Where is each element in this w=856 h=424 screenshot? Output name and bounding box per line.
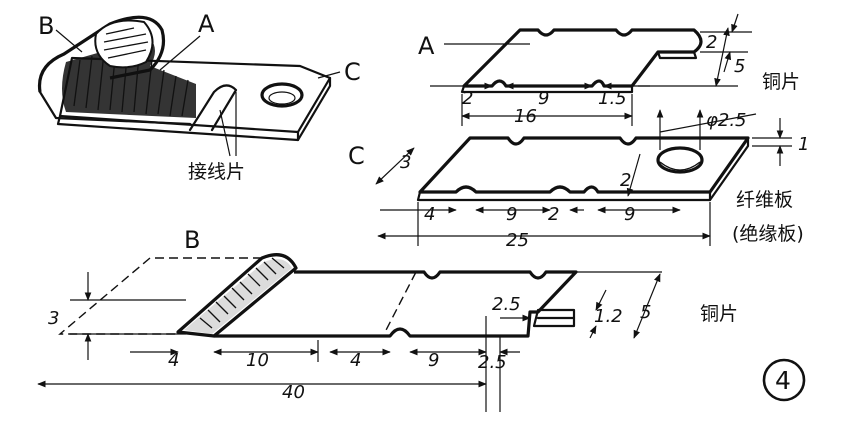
part-b-dim-5: 5 [640, 302, 651, 323]
part-c-material-1: 纤维板 [736, 189, 793, 211]
part-b-view: 3 B 2.5 1.2 5 铜片 4 10 4 9 2.5 40 [37, 226, 738, 412]
assembly-plate [58, 56, 332, 134]
part-a-label: A [418, 32, 435, 60]
part-a-dim-16: 16 [514, 106, 537, 127]
part-c-label: C [348, 142, 365, 170]
part-a-dim-5: 5 [734, 56, 745, 77]
part-c-dim-2: 2 [548, 204, 559, 225]
part-a-dim-2: 2 [462, 88, 473, 109]
part-c-dim-9b: 9 [624, 204, 635, 225]
part-c-dim-1: 1 [798, 134, 809, 155]
part-b-label: B [184, 226, 200, 254]
part-a-view: A 2 5 铜片 2 9 1.5 16 [418, 13, 800, 127]
part-c-view: C 3 φ2.5 1 2 纤维板 (绝缘板) 4 9 2 9 25 [348, 109, 809, 251]
part-b-dim-4b: 4 [350, 350, 361, 371]
part-c-dim-2-top: 2 [620, 170, 631, 191]
part-b-dim-1-2: 1.2 [594, 306, 623, 327]
part-c-hole [656, 146, 704, 174]
part-c-dim-hole: φ2.5 [706, 110, 747, 131]
part-c-dim-25: 25 [506, 230, 529, 251]
assembly-copper-wrap [37, 15, 166, 93]
figure-number-badge: 4 [762, 358, 806, 402]
assembly-hole [260, 82, 304, 108]
part-b-dim-2-5: 2.5 [478, 352, 507, 373]
part-b-dim-9: 9 [428, 350, 439, 371]
part-c-material-2: (绝缘板) [732, 223, 804, 245]
part-b-outline [214, 270, 578, 338]
part-a-dim-1-5: 1.5 [598, 88, 627, 109]
figure-number: 4 [775, 366, 791, 395]
part-b-dim-4a: 4 [168, 350, 179, 371]
assembly-label-c: C [344, 58, 361, 86]
part-c-dim-4: 4 [424, 204, 435, 225]
assembly-label-a: A [198, 10, 215, 38]
part-c-outline [418, 136, 750, 194]
part-b-dim-tab: 2.5 [492, 294, 521, 315]
part-b-material: 铜片 [700, 303, 738, 325]
part-a-material: 铜片 [762, 71, 800, 93]
part-a-outline [462, 28, 703, 88]
assembly-caption: 接线片 [188, 161, 245, 183]
part-a-dim-9: 9 [538, 88, 549, 109]
part-b-roll [176, 253, 298, 338]
part-c-dim-3: 3 [400, 152, 411, 173]
assembly-label-b: B [38, 12, 54, 40]
part-c-dim-9a: 9 [506, 204, 517, 225]
part-b-dim-40: 40 [282, 382, 305, 403]
part-b-dim-10: 10 [246, 350, 269, 371]
part-a-dim-2-right: 2 [706, 32, 717, 53]
part-b-dim-3: 3 [48, 308, 59, 329]
assembly-view: B A C 接线片 [37, 10, 361, 183]
